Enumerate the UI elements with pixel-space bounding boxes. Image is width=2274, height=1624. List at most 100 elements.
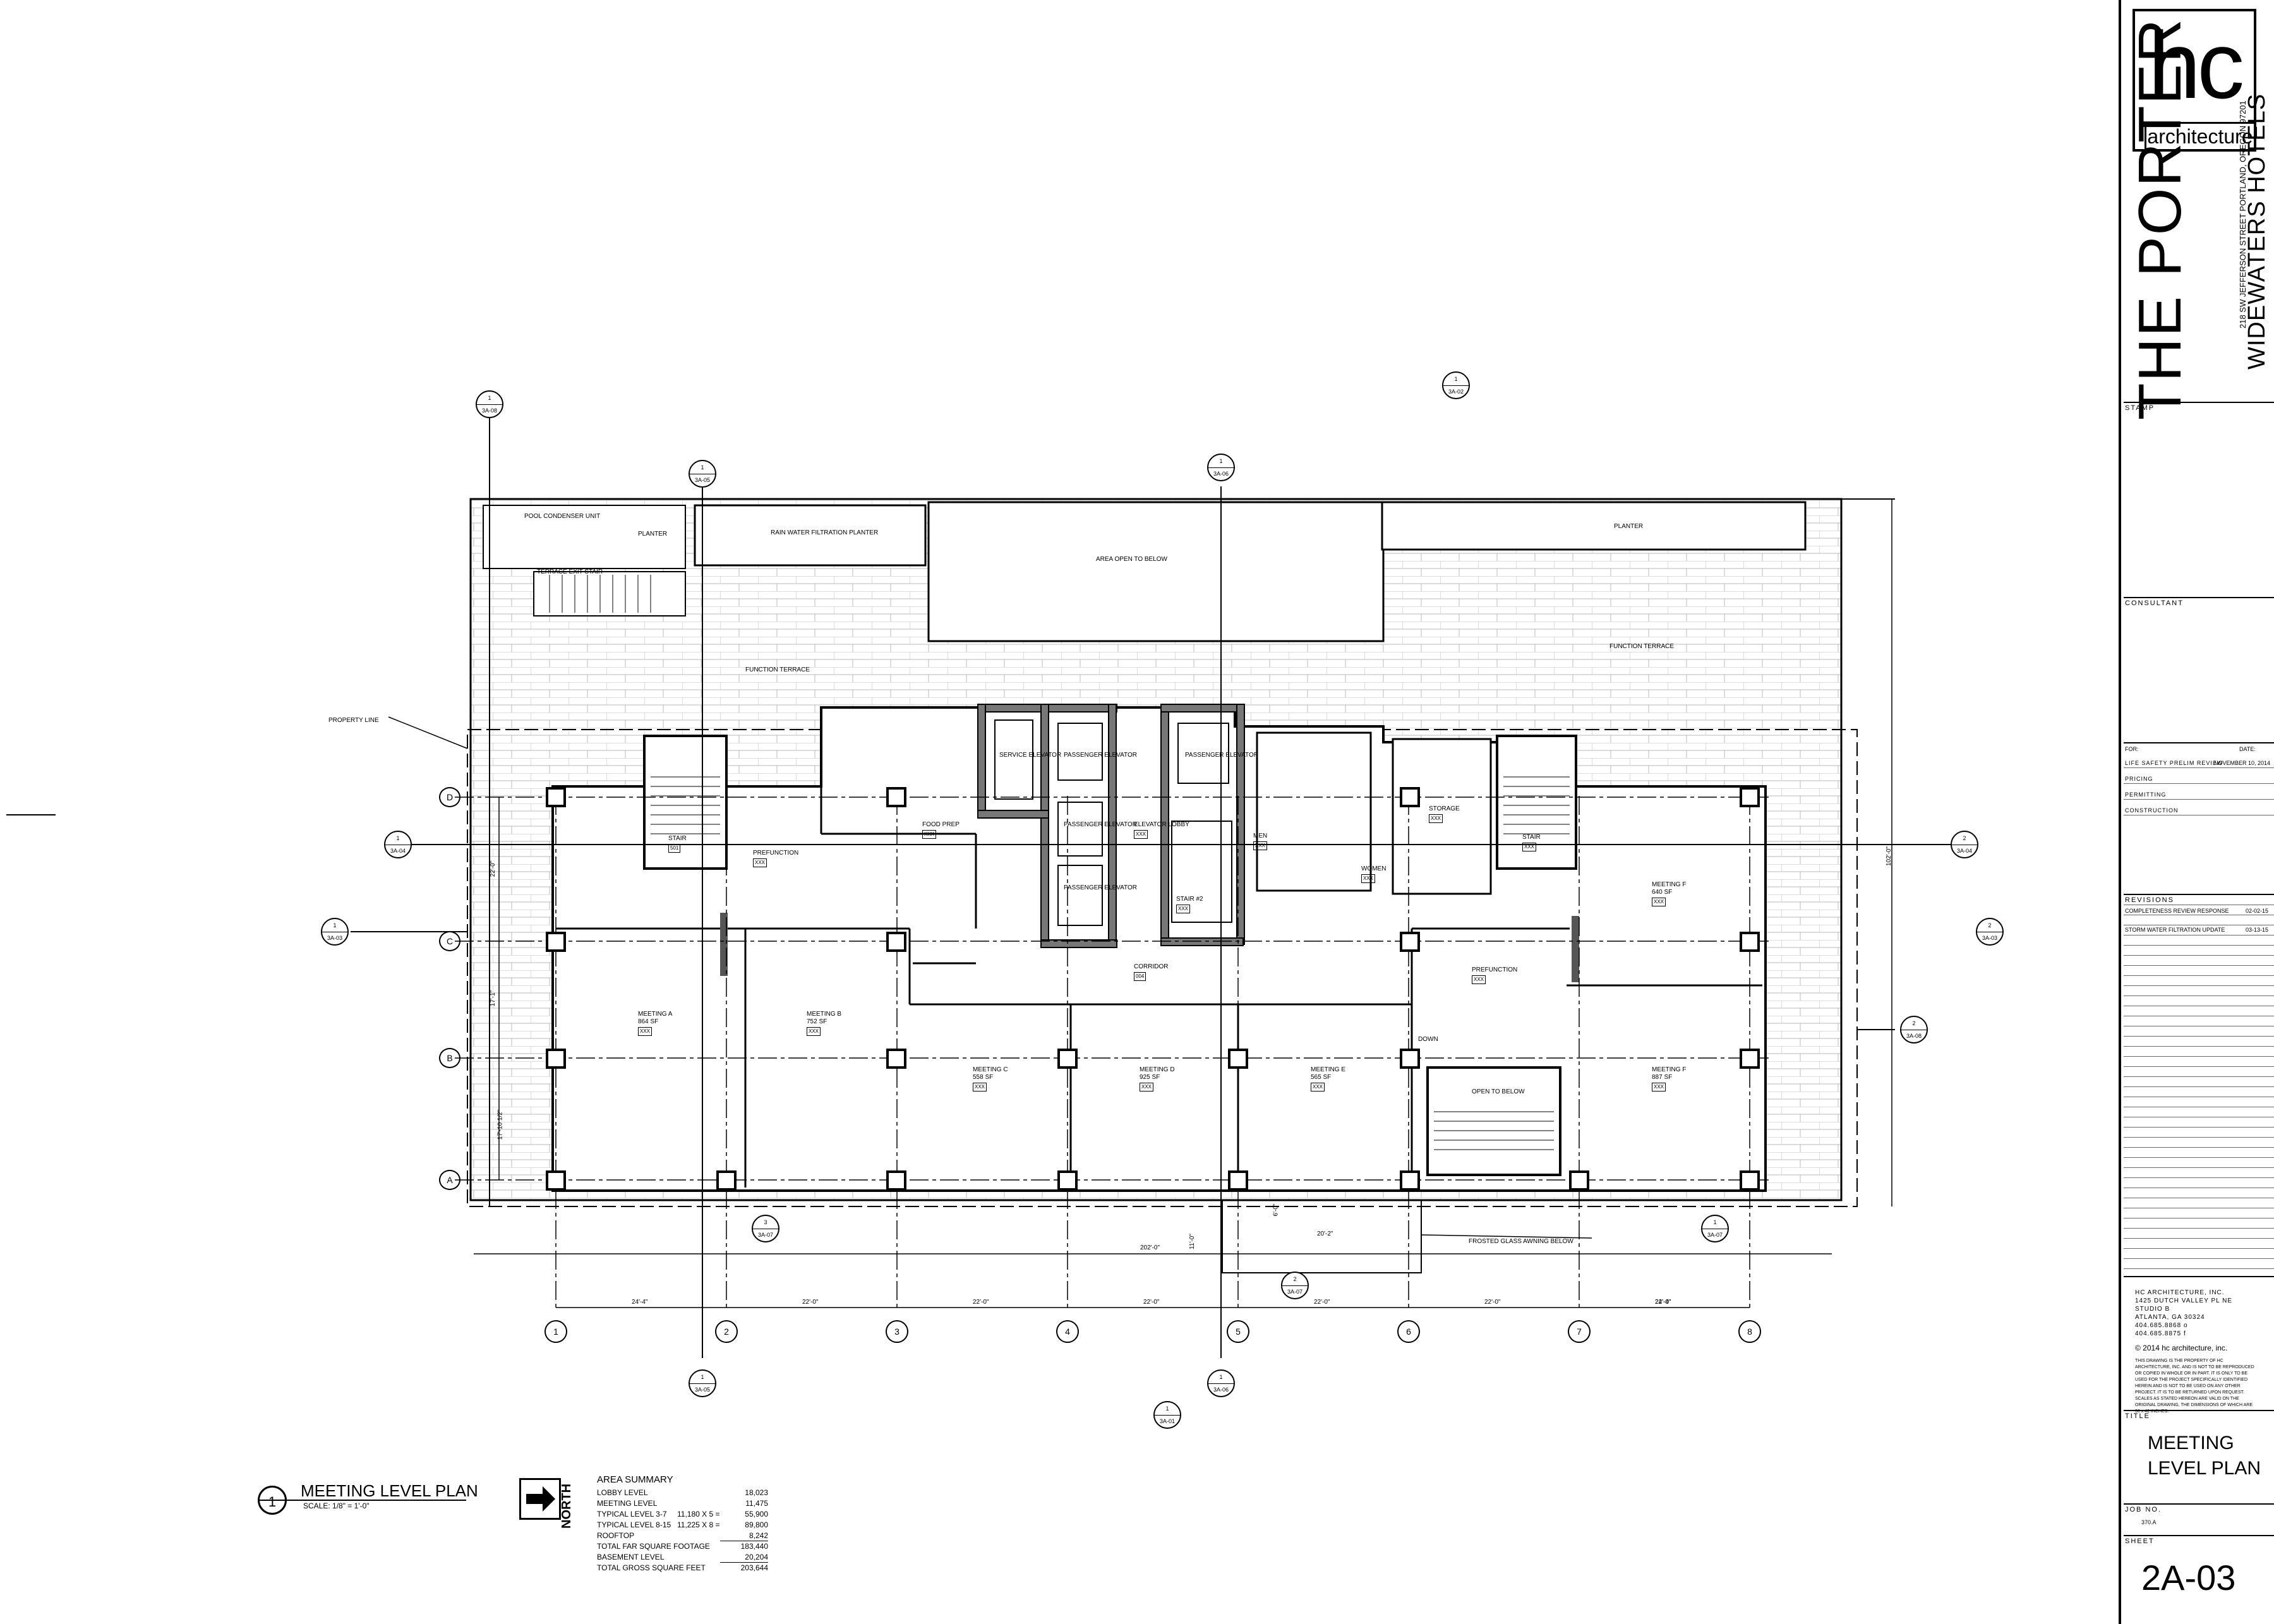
revision-line	[2124, 1127, 2274, 1128]
restrooms	[1256, 731, 1372, 892]
revision-line	[2124, 1076, 2274, 1077]
overall-width: 202'-0"	[1140, 1244, 1160, 1251]
dimension-lines	[474, 499, 1892, 1308]
north-label: NORTH	[560, 1483, 574, 1529]
stair-east	[1496, 735, 1577, 870]
divider	[2124, 1276, 2274, 1277]
phase-date: NOVEMBER 10, 2014	[2214, 760, 2271, 766]
section-marker-sheet: 3A-04	[390, 848, 406, 854]
section-marker: 2 3A-04	[1951, 831, 1978, 858]
area-summary-title: AREA SUMMARY	[597, 1474, 673, 1485]
disclaimer: THIS DRAWING IS THE PROPERTY OF HC ARCHI…	[2135, 1359, 2254, 1414]
revision-name: STORM WATER FILTRATION UPDATE	[2125, 927, 2225, 933]
divider	[2124, 1535, 2274, 1536]
revision-line	[2124, 965, 2274, 966]
section-marker: 2 3A-03	[1976, 918, 2004, 946]
revision-line	[2124, 1167, 2274, 1168]
column-spacing: 22'-0"	[973, 1299, 989, 1306]
section-marker-sheet: 3A-08	[1906, 1033, 1922, 1039]
section-marker-sheet: 3A-04	[1956, 848, 1973, 854]
sheet-number: 2A-03	[2141, 1558, 2236, 1597]
column-grid-bubble: 8	[1738, 1320, 1761, 1343]
revision-line	[2124, 1258, 2274, 1259]
phase-divider	[2124, 767, 2274, 768]
north-arrow-icon	[526, 1486, 555, 1512]
partition	[1572, 916, 1579, 982]
plan-title-underline	[258, 1500, 466, 1501]
section-marker: 1 3A-06	[1207, 454, 1235, 481]
column-spacing: 24'-4"	[632, 1299, 648, 1306]
row-spacing: 17'-1"	[490, 990, 497, 1007]
section-marker-number: 2	[1952, 832, 1977, 845]
section-marker-number: 2	[1977, 919, 2002, 932]
revision-line	[2124, 1157, 2274, 1158]
title-label: TITLE	[2125, 1412, 2150, 1420]
sum-line	[720, 1562, 768, 1563]
column-spacing: 22'-0"	[802, 1299, 819, 1306]
property-line-leader	[388, 716, 468, 749]
plan-title: MEETING LEVEL PLAN	[301, 1481, 478, 1500]
sheet-title-line-2: LEVEL PLAN	[2148, 1458, 2261, 1479]
section-marker-number: 2	[1901, 1017, 1927, 1030]
phase-name: CONSTRUCTION	[2125, 807, 2179, 814]
revision-line	[2124, 985, 2274, 986]
section-marker-sheet: 3A-03	[1982, 935, 1998, 941]
section-marker-number: 1	[1208, 455, 1234, 468]
column-grid-bubble: 3	[886, 1320, 908, 1343]
column-spacing: 22'-0"	[1484, 1299, 1501, 1306]
column-spacing: 24'-4"	[1655, 1299, 1671, 1306]
area-row-value: 20,204	[745, 1553, 768, 1561]
area-row-label: MEETING LEVEL	[597, 1499, 658, 1508]
storage-room	[1392, 738, 1492, 895]
section-marker-sheet: 3A-06	[1213, 471, 1229, 477]
area-row-label: ROOFTOP	[597, 1531, 635, 1540]
revision-line	[2124, 1137, 2274, 1138]
row-grid-bubble: C	[439, 931, 460, 951]
stair-west	[643, 735, 728, 870]
section-cut-lines	[351, 417, 1952, 1358]
sheet-label: SHEET	[2125, 1537, 2155, 1545]
area-row-value: 8,242	[749, 1531, 768, 1540]
date-label: DATE:	[2239, 746, 2256, 752]
area-row-label: LOBBY LEVEL	[597, 1488, 648, 1497]
phase-name: PERMITTING	[2125, 791, 2167, 798]
title-block-border	[2119, 0, 2121, 1624]
section-marker-number: 1	[690, 1371, 715, 1384]
firm-address: HC ARCHITECTURE, INC. 1425 DUTCH VALLEY …	[2135, 1289, 2232, 1338]
pool-condenser-area	[483, 505, 686, 569]
partition	[720, 913, 728, 976]
row-spacing: 22'-0"	[490, 860, 497, 877]
row-spacing: 17'-10 1/2"	[496, 1109, 504, 1140]
area-row-label: TOTAL FAR SQUARE FOOTAGE	[597, 1542, 710, 1551]
revision-line	[2124, 1066, 2274, 1067]
north-arrow	[519, 1478, 561, 1520]
section-marker: 2 3A-08	[1900, 1016, 1928, 1044]
column-spacing: 22'-0"	[1314, 1299, 1330, 1306]
firm-line: 404.685.8868 o	[2135, 1322, 2188, 1329]
section-marker-sheet: 3A-05	[694, 477, 711, 483]
sheet-title-line-1: MEETING	[2148, 1433, 2234, 1453]
revision-name: COMPLETENESS REVIEW RESPONSE	[2125, 908, 2229, 914]
revisions-label: REVISIONS	[2125, 896, 2174, 904]
copyright: © 2014 hc architecture, inc.	[2135, 1344, 2228, 1352]
awning-dimension: 6'-0"	[1272, 1203, 1280, 1217]
revision-line	[2124, 955, 2274, 956]
divider	[2124, 742, 2274, 743]
row-grid-bubble: B	[439, 1048, 460, 1068]
job-number: 370.A	[2141, 1519, 2157, 1525]
section-marker-number: 1	[385, 832, 411, 845]
section-marker: 1 3A-05	[689, 460, 716, 488]
awning-dimension: 11'-0"	[1188, 1234, 1196, 1249]
column-grid-bubble: 4	[1056, 1320, 1079, 1343]
section-marker-sheet: 3A-07	[757, 1232, 774, 1238]
revision-line	[2124, 975, 2274, 976]
phase-divider	[2124, 783, 2274, 784]
section-marker-number: 1	[690, 461, 715, 474]
phase-name: LIFE SAFETY PRELIM REVIEW	[2125, 760, 2223, 766]
